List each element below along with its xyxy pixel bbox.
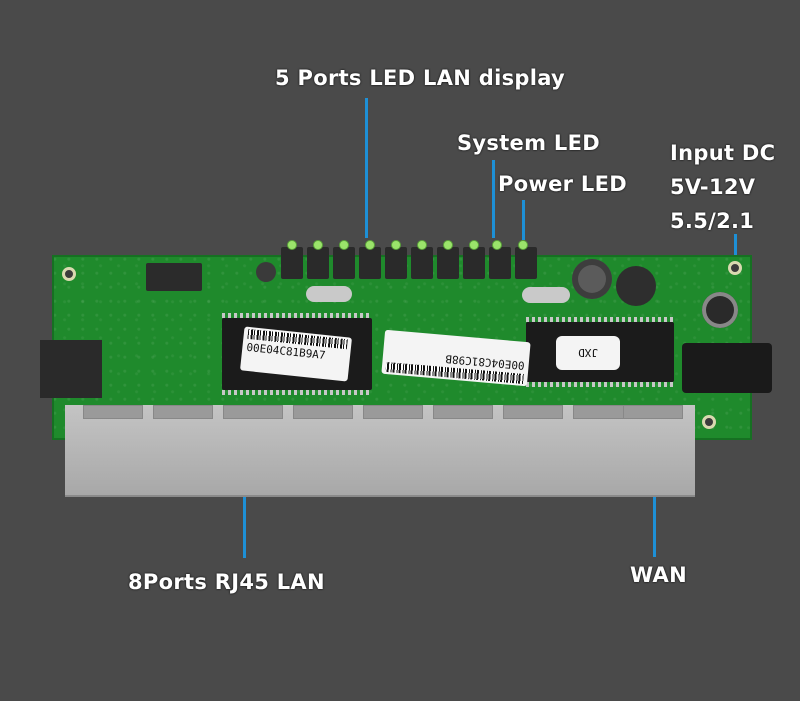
rj45-port-4 — [293, 405, 353, 419]
chip-pins-top — [222, 313, 372, 318]
mount-hole-bottom-right — [702, 415, 716, 429]
input-voltage-label: 5V-12V — [670, 175, 756, 199]
led-header-3 — [333, 247, 355, 279]
dc-power-jack — [682, 343, 772, 393]
crystal-right — [522, 287, 570, 303]
rj45-port-3 — [223, 405, 283, 419]
chip-brand-sticker: JXD — [556, 336, 620, 370]
lan-led-6 — [417, 240, 427, 250]
input-jack-size-label: 5.5/2.1 — [670, 209, 755, 233]
rj45-port-2 — [153, 405, 213, 419]
led-lan-display-label: 5 Ports LED LAN display — [275, 66, 566, 90]
led-header-1 — [281, 247, 303, 279]
led-header-8 — [463, 247, 485, 279]
lan-led-7 — [443, 240, 453, 250]
led-header-2 — [307, 247, 329, 279]
mount-hole-top-right — [728, 261, 742, 275]
lan-led-4 — [365, 240, 375, 250]
chip-pins-bottom — [222, 390, 372, 395]
led-header-5 — [385, 247, 407, 279]
chip-brand-text: JXD — [578, 346, 598, 360]
chip-pins-bottom — [526, 382, 674, 387]
input-dc-label: Input DC — [670, 141, 776, 165]
wan-pointer — [653, 460, 656, 557]
lan-led-1 — [287, 240, 297, 250]
led-header-6 — [411, 247, 433, 279]
system-led — [492, 240, 502, 250]
led-header-9 — [489, 247, 511, 279]
crystal-left — [306, 286, 352, 302]
side-connector — [40, 340, 102, 398]
lan-led-2 — [313, 240, 323, 250]
chip-pins-top — [526, 317, 674, 322]
mount-hole-top-left — [62, 267, 76, 281]
inductor — [256, 262, 276, 282]
lan-ports-label: 8Ports RJ45 LAN — [128, 570, 325, 594]
wan-label: WAN — [630, 563, 687, 587]
capacitor-small — [572, 259, 612, 299]
wan-port — [623, 405, 683, 419]
rj45-port-5 — [363, 405, 423, 419]
power-led-pointer — [522, 200, 525, 240]
capacitor-right — [702, 292, 738, 328]
led-header-10 — [515, 247, 537, 279]
led-header-7 — [437, 247, 459, 279]
system-led-label: System LED — [457, 131, 600, 155]
rj45-port-strip — [65, 405, 695, 495]
led-header-4 — [359, 247, 381, 279]
rj45-port-1 — [83, 405, 143, 419]
lan-led-3 — [339, 240, 349, 250]
rj45-port-6 — [433, 405, 493, 419]
capacitor-large — [616, 266, 656, 306]
power-led-label: Power LED — [498, 172, 627, 196]
rj45-port-7 — [503, 405, 563, 419]
led-display-pointer — [365, 98, 368, 238]
reset-switch — [146, 263, 202, 291]
system-led-pointer — [492, 160, 495, 238]
lan-led-8 — [469, 240, 479, 250]
lan-ports-pointer — [243, 465, 246, 558]
power-led — [518, 240, 528, 250]
lan-led-5 — [391, 240, 401, 250]
